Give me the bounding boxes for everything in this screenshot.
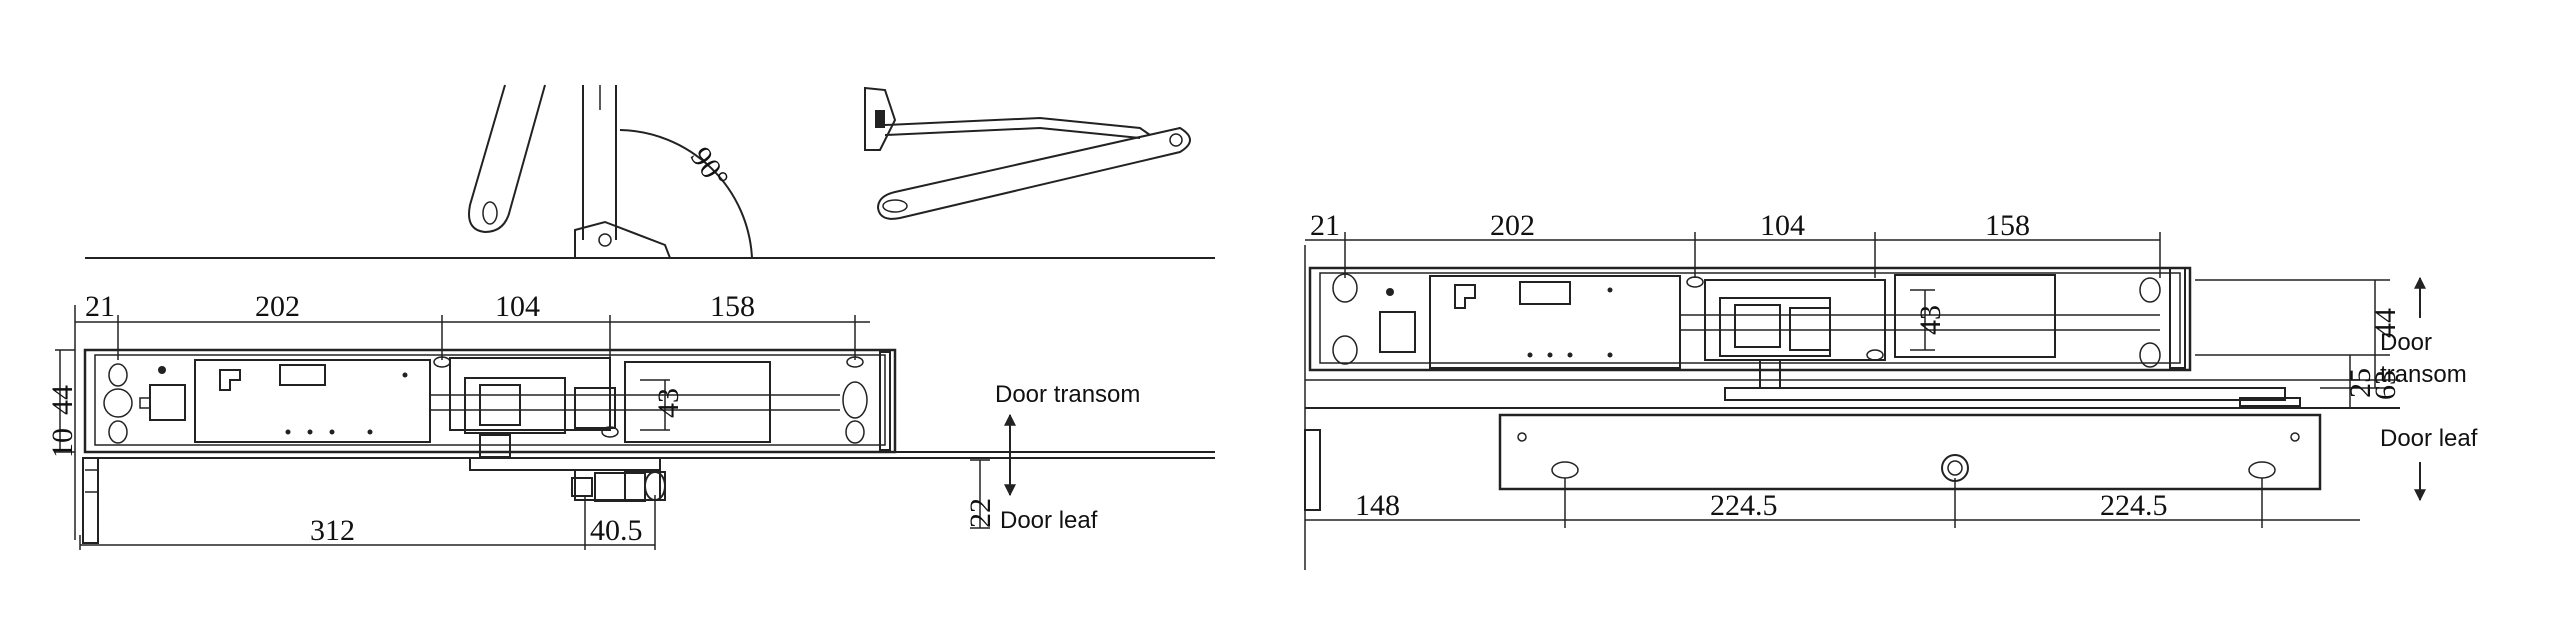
dim-224-5-b: 224.5 — [2100, 489, 2168, 522]
dim-224-5-a: 224.5 — [1710, 489, 1778, 522]
dim-148: 148 — [1355, 489, 1400, 522]
label-transom-right: transom — [2380, 361, 2467, 388]
dims-top-left — [75, 315, 870, 360]
dim-43: 43 — [652, 388, 685, 418]
dim-202-right: 202 — [1490, 209, 1535, 242]
door-closer-body-left — [74, 305, 1215, 544]
dims-bottom-right — [1305, 478, 2360, 528]
dim-312: 312 — [310, 514, 355, 547]
dims-vertical-right — [1910, 279, 2390, 408]
dim-22: 22 — [964, 498, 997, 528]
dim-43-right: 43 — [1914, 305, 1947, 335]
dim-40-5: 40.5 — [590, 514, 643, 547]
dim-21-right: 21 — [1310, 209, 1340, 242]
dim-44: 44 — [46, 385, 79, 415]
dim-25-right: 25 — [2344, 368, 2377, 398]
label-door-leaf-right: Door leaf — [2380, 425, 2478, 452]
dims-vertical-left — [55, 349, 670, 453]
dim-21: 21 — [85, 290, 115, 323]
arm-detail-left — [85, 84, 1215, 259]
dim-158: 158 — [710, 290, 755, 323]
label-door-leaf-left: Door leaf — [1000, 507, 1098, 534]
dim-104: 104 — [495, 290, 540, 323]
label-door-transom-left: Door transom — [995, 381, 1140, 408]
dim-202: 202 — [255, 290, 300, 323]
door-closer-body-right — [1304, 245, 2400, 570]
label-door-right: Door — [2380, 329, 2432, 356]
dim-44-right: 44 — [2369, 308, 2402, 338]
dim-10: 10 — [46, 428, 79, 458]
dims-top-right — [1305, 232, 2161, 278]
dim-104-right: 104 — [1760, 209, 1805, 242]
dims-bottom-left — [79, 459, 990, 550]
dim-63-right: 63 — [2369, 370, 2402, 400]
arm-detail-right — [864, 86, 1191, 220]
dim-158-right: 158 — [1985, 209, 2030, 242]
